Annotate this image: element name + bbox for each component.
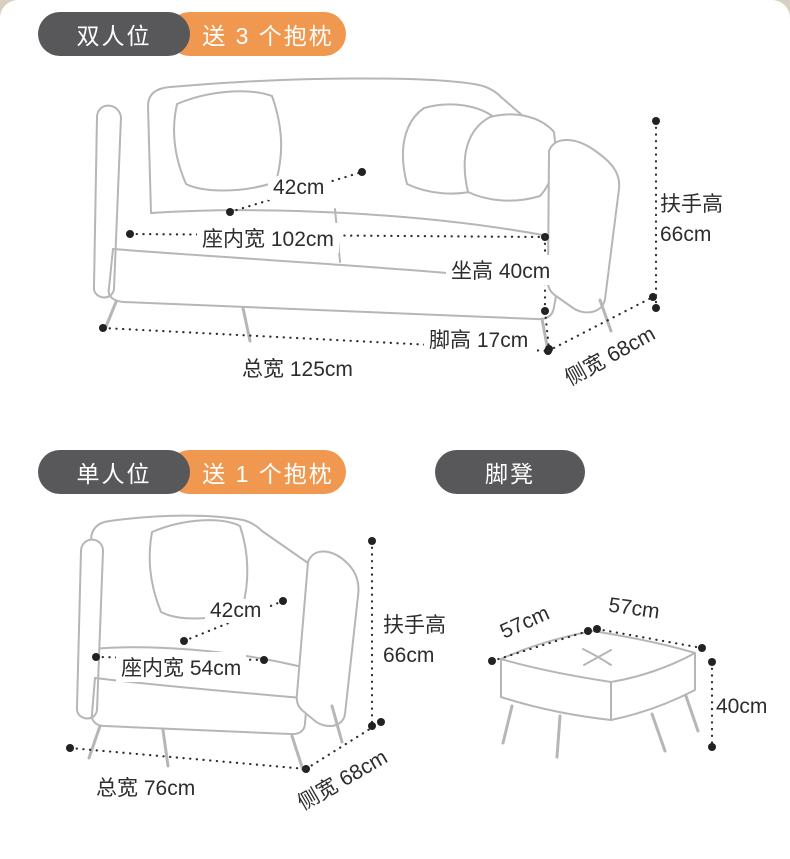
footstool-height-label: 40cm — [716, 695, 768, 718]
left-armrest-single — [76, 538, 104, 720]
footstool-badge: 脚凳 — [435, 450, 585, 494]
armrest-height-text: 扶手高 — [660, 193, 723, 216]
armrest-height-value: 66cm — [383, 644, 435, 667]
right-armrest — [546, 139, 621, 314]
two-seater-depth-label: 42cm — [268, 176, 330, 200]
two-seater-gift-badge: 送 3 个抱枕 — [168, 12, 346, 56]
two-seater-armrest-height-label: 扶手高 66cm — [660, 190, 723, 250]
single-seater-depth-label: 42cm — [205, 599, 267, 623]
two-seater-seat-height-label: 坐高 40cm — [446, 255, 556, 285]
armrest-height-text: 扶手高 — [383, 614, 446, 637]
single-seater-badge: 单人位 — [38, 450, 190, 494]
two-seater-inner-width-label: 座内宽 102cm — [197, 223, 339, 253]
two-seater-badge: 双人位 — [38, 12, 190, 56]
tuft-line — [583, 649, 612, 666]
right-armrest-single — [295, 550, 360, 727]
pillow-left — [172, 90, 283, 192]
single-seater-sofa-sketch — [76, 514, 360, 772]
two-seater-sofa-sketch — [93, 77, 621, 353]
single-seater-gift-badge: 送 1 个抱枕 — [168, 450, 346, 494]
footstool-dimension-lines — [488, 625, 716, 751]
pillow-right — [463, 113, 557, 202]
single-seater-total-width-label: 总宽 76cm — [96, 777, 196, 800]
left-armrest — [93, 104, 122, 299]
armrest-height-value: 66cm — [660, 223, 712, 246]
two-seater-leg-height-label: 脚高 17cm — [424, 324, 534, 354]
single-seater-inner-width-label: 座内宽 54cm — [116, 652, 247, 682]
two-seater-total-width-label: 总宽 125cm — [242, 358, 353, 381]
single-seater-armrest-height-label: 扶手高 66cm — [383, 611, 446, 671]
